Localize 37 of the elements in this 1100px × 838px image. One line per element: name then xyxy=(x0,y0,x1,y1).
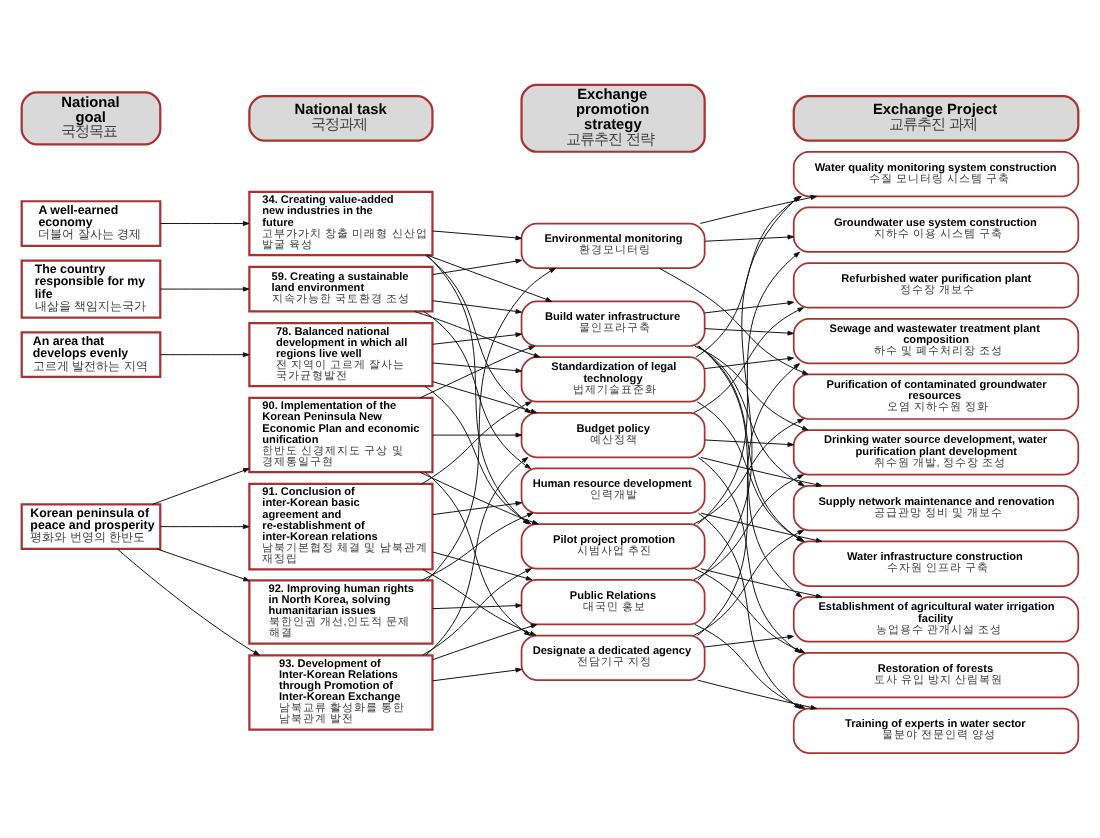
arrow xyxy=(432,230,523,241)
arrow xyxy=(693,418,804,525)
arrow xyxy=(426,254,553,302)
arrow xyxy=(160,286,250,292)
arrow xyxy=(432,623,538,661)
arrow xyxy=(697,251,801,525)
arrow xyxy=(160,352,250,358)
arrow xyxy=(432,258,523,276)
arrow xyxy=(432,501,523,516)
arrow xyxy=(419,345,536,399)
arrow xyxy=(432,432,523,438)
arrow xyxy=(432,332,523,345)
arrow xyxy=(704,439,795,447)
arrow xyxy=(704,634,795,648)
arrow xyxy=(700,568,823,599)
arrow xyxy=(422,569,537,636)
arrow xyxy=(413,310,541,358)
arrow xyxy=(693,307,804,414)
arrow xyxy=(432,551,533,581)
arrow xyxy=(696,345,805,487)
arrow xyxy=(432,300,523,314)
arrow xyxy=(704,356,795,370)
arrow xyxy=(432,667,523,682)
arrow xyxy=(156,548,250,582)
arrow xyxy=(704,300,795,314)
arrow xyxy=(151,468,250,505)
arrow xyxy=(117,548,260,656)
arrow xyxy=(422,568,532,656)
arrow xyxy=(704,234,795,242)
arrow xyxy=(432,603,523,610)
arrow xyxy=(694,345,809,431)
arrow xyxy=(160,221,250,226)
arrow xyxy=(700,456,823,487)
arrow xyxy=(432,362,523,374)
arrow xyxy=(160,524,250,530)
arrow xyxy=(426,267,556,581)
arrow xyxy=(704,328,795,336)
